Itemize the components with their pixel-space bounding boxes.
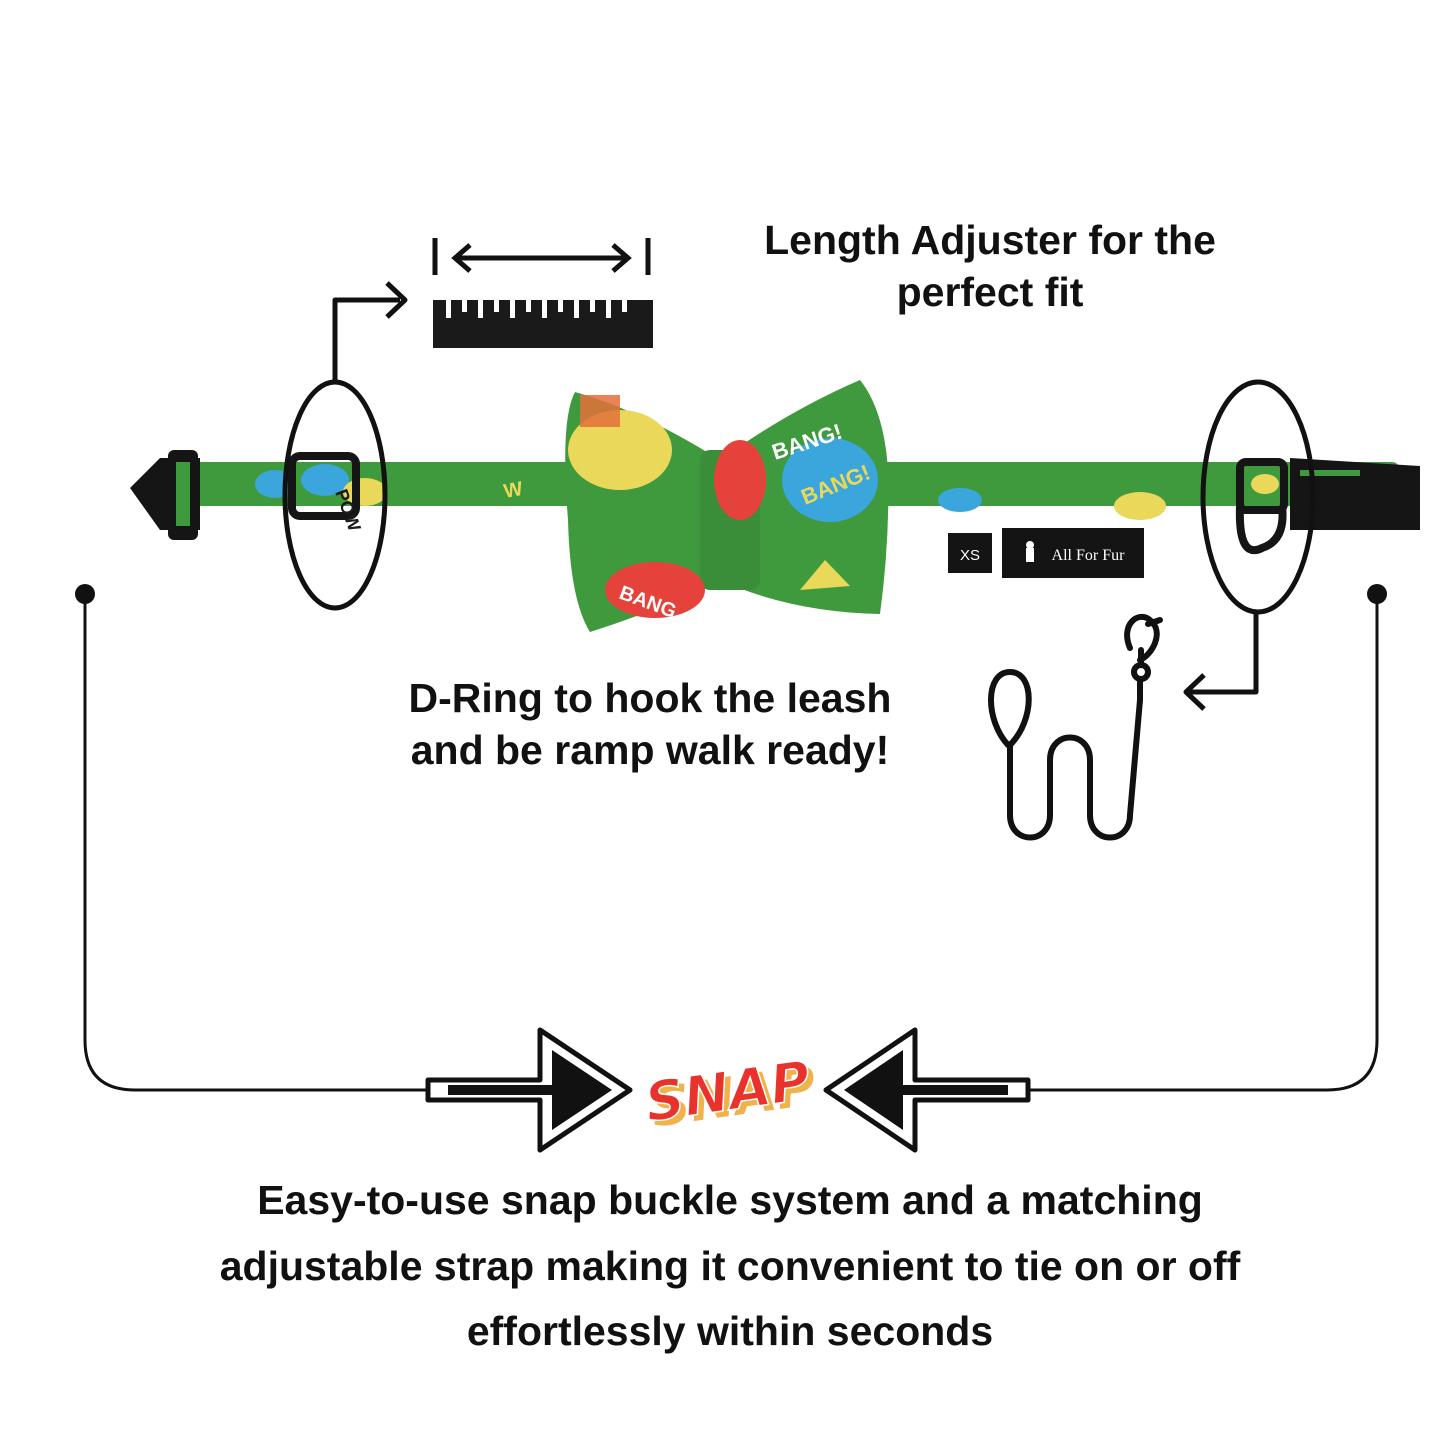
left-buckle [130, 450, 360, 540]
snap-connector-left [75, 584, 430, 1092]
adjuster-pointer-arrow [332, 281, 408, 380]
brand-tag: All For Fur [1002, 528, 1144, 578]
d-ring-callout: D-Ring to hook the leash and be ramp wal… [408, 675, 892, 774]
size-tag: XS [948, 533, 992, 573]
svg-text:W: W [502, 478, 525, 503]
brand-tag-text: All For Fur [1052, 547, 1126, 564]
leash-icon [988, 613, 1163, 841]
left-pointing-arrow-icon [823, 1027, 1031, 1153]
size-tag-text: XS [960, 547, 980, 564]
snap-connector-right [1030, 584, 1387, 1092]
length-adjuster-callout: Length Adjuster for the perfect fit [764, 217, 1216, 316]
right-buckle [1235, 458, 1420, 555]
bow-tie [565, 380, 889, 632]
ruler-icon [432, 238, 653, 348]
snap-word-text: SNAP [641, 1049, 814, 1134]
right-pointing-arrow-icon [425, 1027, 633, 1153]
double-arrow-icon [451, 243, 632, 273]
pointer-arrow-icon [1183, 612, 1259, 711]
adjuster-highlight-ring [282, 379, 388, 611]
snap-word: SNAP SNAP [641, 1048, 820, 1139]
snap-buckle-callout: Easy-to-use snap buckle system and a mat… [219, 1177, 1241, 1355]
dog-logo-icon [1026, 541, 1034, 562]
